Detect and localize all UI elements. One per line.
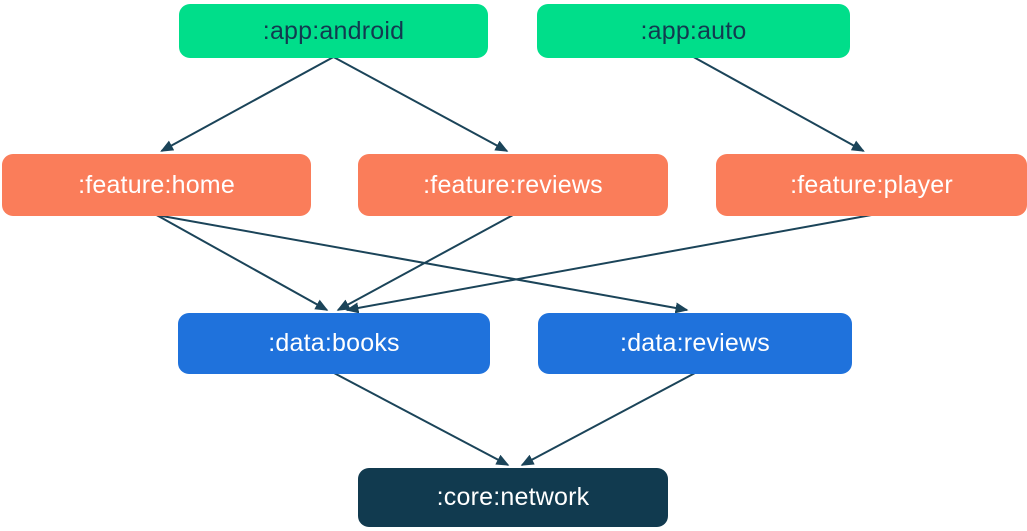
node-feature-reviews: :feature:reviews [358,154,668,216]
node-core-network: :core:network [358,468,668,527]
edge-data-books-to-core-network [333,372,510,466]
edge-app-auto-to-feature-player [693,56,865,152]
node-label: :app:auto [640,16,747,45]
node-data-books: :data:books [178,313,490,374]
node-label: :feature:player [790,170,953,199]
node-label: :core:network [436,483,590,511]
node-label: :feature:home [78,170,235,199]
edge-feature-home-to-data-books [156,214,329,311]
node-app-android: :app:android [179,4,488,58]
node-label: :app:android [262,16,405,45]
node-label: :data:reviews [620,329,770,357]
edge-app-android-to-feature-home [160,56,334,152]
node-label: :data:books [268,329,400,357]
edge-app-android-to-feature-reviews [333,56,509,152]
node-feature-player: :feature:player [716,154,1027,216]
edge-feature-player-to-data-books [345,214,872,314]
node-label: :feature:reviews [423,170,603,199]
node-app-auto: :app:auto [537,4,850,58]
node-data-reviews: :data:reviews [538,313,852,374]
edge-feature-reviews-to-data-books [336,214,514,311]
node-feature-home: :feature:home [2,154,311,216]
edge-feature-home-to-data-reviews [156,214,689,314]
edge-data-reviews-to-core-network [520,372,696,466]
